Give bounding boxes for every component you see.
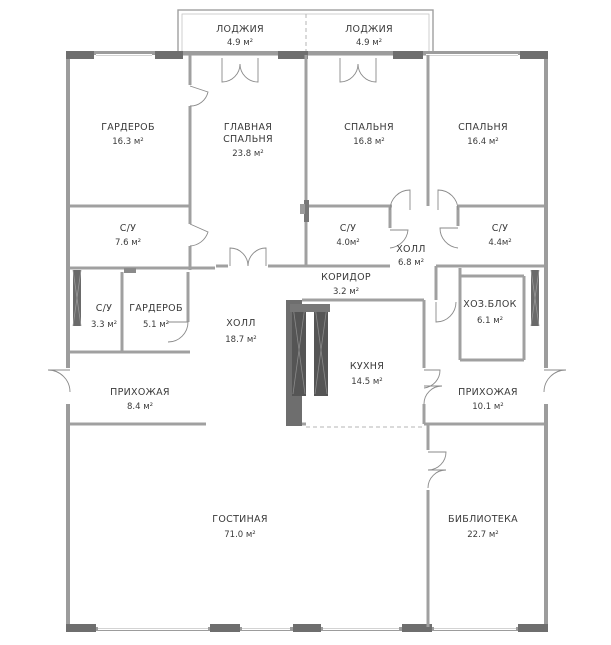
- room-name: ХОЗ.БЛОК: [463, 299, 516, 310]
- room-hall-main: ХОЛЛ 18.7 м²: [225, 318, 256, 345]
- room-name: ЛОДЖИЯ: [345, 24, 393, 35]
- room-name: С/У: [340, 223, 357, 234]
- room-bedroom-right: СПАЛЬНЯ 16.4 м²: [458, 122, 508, 147]
- room-entrance-left: ПРИХОЖАЯ 8.4 м²: [110, 387, 170, 412]
- room-area: 10.1 м²: [472, 402, 503, 412]
- room-area: 4.9 м²: [227, 38, 253, 48]
- room-name: КОРИДОР: [321, 272, 371, 283]
- room-area: 4.0м²: [336, 238, 359, 248]
- exterior-walls: [64, 51, 550, 632]
- room-name: СПАЛЬНЯ: [458, 122, 508, 133]
- room-name: ГАРДЕРОБ: [129, 303, 183, 314]
- room-area: 18.7 м²: [225, 335, 256, 345]
- room-name: ХОЛЛ: [396, 244, 425, 255]
- room-name: ГАРДЕРОБ: [101, 122, 155, 133]
- room-name: ХОЛЛ: [226, 318, 255, 329]
- room-entrance-right: ПРИХОЖАЯ 10.1 м²: [458, 387, 518, 412]
- room-name: С/У: [120, 223, 137, 234]
- room-area: 3.3 м²: [91, 320, 117, 330]
- room-balcony-left: ЛОДЖИЯ 4.9 м²: [216, 24, 264, 48]
- doors: [47, 58, 567, 489]
- room-name: СПАЛЬНЯ: [344, 122, 394, 133]
- room-area: 6.1 м²: [477, 316, 503, 326]
- room-library: БИБЛИОТЕКА 22.7 м²: [448, 514, 518, 540]
- room-name: С/У: [96, 303, 113, 314]
- room-area: 7.6 м²: [115, 238, 141, 248]
- room-area: 16.8 м²: [353, 137, 384, 147]
- room-area: 5.1 м²: [143, 320, 169, 330]
- room-wardrobe-small: ГАРДЕРОБ 5.1 м²: [129, 303, 183, 330]
- room-kitchen: КУХНЯ 14.5 м²: [350, 361, 384, 387]
- room-area: 22.7 м²: [467, 530, 498, 540]
- room-bathroom-left: С/У 7.6 м²: [115, 223, 141, 248]
- room-bedroom-mid: СПАЛЬНЯ 16.8 м²: [344, 122, 394, 147]
- room-wardrobe-top: ГАРДЕРОБ 16.3 м²: [101, 122, 155, 147]
- room-bathroom-small: С/У 3.3 м²: [91, 303, 117, 330]
- room-bathroom-right: С/У 4.4м²: [488, 223, 511, 248]
- room-area: 71.0 м²: [224, 530, 255, 540]
- room-labels: ЛОДЖИЯ 4.9 м² ЛОДЖИЯ 4.9 м² ГАРДЕРОБ 16.…: [91, 24, 518, 540]
- room-name: ПРИХОЖАЯ: [458, 387, 518, 398]
- room-area: 16.3 м²: [112, 137, 143, 147]
- interior-walls: [70, 55, 544, 627]
- room-name-line2: СПАЛЬНЯ: [223, 134, 273, 145]
- room-name: ГЛАВНАЯ: [224, 122, 272, 133]
- room-area: 8.4 м²: [127, 402, 153, 412]
- room-corridor: КОРИДОР 3.2 м²: [321, 272, 371, 297]
- room-name: ПРИХОЖАЯ: [110, 387, 170, 398]
- room-utility: ХОЗ.БЛОК 6.1 м²: [463, 299, 516, 326]
- room-area: 14.5 м²: [351, 377, 382, 387]
- room-name: КУХНЯ: [350, 361, 384, 372]
- room-name: ЛОДЖИЯ: [216, 24, 264, 35]
- room-area: 4.9 м²: [356, 38, 382, 48]
- kitchen-counter: [124, 200, 330, 426]
- room-area: 16.4 м²: [467, 137, 498, 147]
- room-living: ГОСТИНАЯ 71.0 м²: [212, 514, 267, 540]
- room-hall-right: ХОЛЛ 6.8 м²: [396, 244, 425, 268]
- room-name: ГОСТИНАЯ: [212, 514, 267, 525]
- room-bathroom-mid: С/У 4.0м²: [336, 223, 359, 248]
- room-area: 23.8 м²: [232, 149, 263, 159]
- room-name: С/У: [492, 223, 509, 234]
- room-master-bedroom: ГЛАВНАЯ СПАЛЬНЯ 23.8 м²: [223, 122, 273, 159]
- room-balcony-right: ЛОДЖИЯ 4.9 м²: [345, 24, 393, 48]
- room-area: 3.2 м²: [333, 287, 359, 297]
- room-area: 4.4м²: [488, 238, 511, 248]
- room-name: БИБЛИОТЕКА: [448, 514, 518, 525]
- room-area: 6.8 м²: [398, 258, 424, 268]
